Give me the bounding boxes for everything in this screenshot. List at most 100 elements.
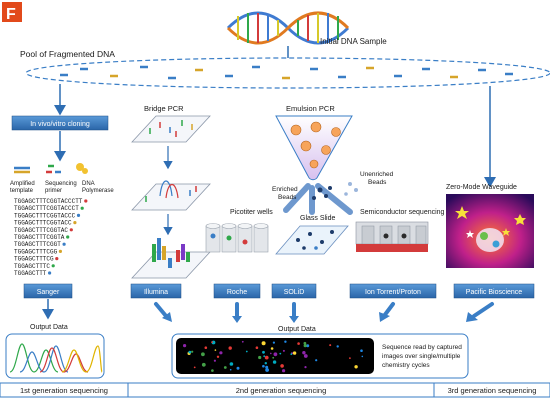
sequence-cluster bbox=[264, 362, 267, 365]
platform-ion-torrent: Ion Torrent/Proton bbox=[365, 289, 421, 296]
sequence-cluster bbox=[245, 350, 248, 353]
sequence-cluster bbox=[272, 341, 275, 344]
bridge-pcr-slides bbox=[131, 115, 211, 279]
sequence-note-3: chemistry cycles bbox=[382, 362, 430, 369]
sequence-cluster bbox=[214, 349, 217, 351]
picotiter-label: Picotiter wells bbox=[230, 209, 273, 216]
sequence-cluster bbox=[290, 353, 293, 356]
generation-bar bbox=[0, 382, 550, 398]
ion-torrent-box[interactable] bbox=[349, 283, 437, 299]
platform-illumina: Illumina bbox=[144, 289, 168, 296]
picotiter-wells-icon bbox=[205, 223, 269, 253]
ladder-dye-marker bbox=[69, 228, 73, 232]
generation-2: 2nd generation sequencing bbox=[236, 386, 327, 395]
sequence-cluster bbox=[213, 359, 216, 362]
sequence-cluster bbox=[211, 341, 213, 343]
sequence-cluster bbox=[265, 368, 269, 372]
ladder-dye-marker bbox=[58, 249, 63, 253]
sequence-cluster bbox=[282, 369, 286, 373]
sequence-cluster bbox=[273, 352, 278, 357]
sequence-cluster bbox=[282, 349, 285, 352]
panel-letter: F bbox=[6, 6, 16, 23]
sequence-cluster bbox=[229, 368, 232, 371]
glass-slide-icon bbox=[275, 225, 349, 255]
sequence-cluster bbox=[261, 341, 266, 346]
sequence-cluster bbox=[255, 346, 259, 350]
solid-box[interactable] bbox=[271, 283, 317, 299]
sequence-cluster bbox=[284, 340, 287, 343]
ladder-row: TGGAGCTTTCGGT bbox=[14, 241, 61, 248]
ladder-row: TGGAGCTTT bbox=[14, 270, 47, 277]
ladder-row: TGGAGCTTTCGGTA bbox=[14, 234, 65, 241]
sequencing-primer-label-2: primer bbox=[45, 188, 62, 194]
sequence-dots bbox=[183, 340, 364, 373]
sequence-cluster bbox=[304, 366, 307, 369]
enriched-beads-label-2: Beads bbox=[278, 194, 297, 201]
output-data-left: Output Data bbox=[30, 324, 68, 331]
sequence-cluster bbox=[336, 345, 339, 348]
sequence-cluster bbox=[263, 355, 266, 358]
sequence-cluster bbox=[270, 347, 274, 350]
sequence-cluster bbox=[303, 354, 308, 358]
sequence-cluster bbox=[216, 355, 220, 358]
sequence-cluster bbox=[272, 360, 277, 364]
sequence-cluster bbox=[306, 344, 310, 348]
generation-1: 1st generation sequencing bbox=[20, 386, 108, 395]
unenriched-beads bbox=[344, 182, 358, 196]
unenriched-beads-label-2: Beads bbox=[368, 179, 387, 186]
output-arrowheads bbox=[162, 312, 478, 323]
sequence-cluster bbox=[228, 346, 232, 350]
ladder-dye-marker bbox=[55, 257, 59, 261]
dna-fragments bbox=[60, 65, 513, 80]
ladder-dye-marker bbox=[76, 213, 81, 217]
sequence-note-1: Sequence read by captured bbox=[382, 344, 462, 351]
platform-pacbio: Pacific Bioscience bbox=[466, 289, 523, 296]
sequence-cluster bbox=[229, 362, 234, 366]
ladder-dye-marker bbox=[73, 221, 77, 225]
ladder-dye-marker bbox=[84, 199, 88, 203]
sequence-cluster bbox=[315, 359, 318, 362]
enriched-beads bbox=[312, 186, 332, 200]
platform-solid: SOLiD bbox=[284, 289, 305, 296]
ladder-row: TGGAGCTTTCGGTACCCTT bbox=[14, 198, 83, 205]
semiconductor-chip-icon bbox=[355, 221, 429, 252]
amplified-template-label-1: Amplified bbox=[10, 181, 35, 187]
ladder-row: TGGAGCTTTC bbox=[14, 263, 50, 270]
ladder-row: TGGAGCTTTCGGTAC bbox=[14, 227, 68, 234]
sequencing-primer-label-1: Sequencing bbox=[45, 181, 77, 187]
sequence-cluster bbox=[258, 355, 262, 360]
bridge-pcr-label: Bridge PCR bbox=[144, 104, 184, 113]
sequence-cluster bbox=[297, 342, 300, 345]
output-arrows bbox=[154, 302, 494, 318]
sequence-cluster bbox=[223, 366, 227, 369]
illumina-box[interactable] bbox=[130, 283, 182, 299]
emulsion-pcr-label: Emulsion PCR bbox=[286, 104, 335, 113]
glass-slide-stars bbox=[296, 230, 334, 250]
roche-box[interactable] bbox=[213, 283, 261, 299]
sequence-cluster bbox=[265, 365, 269, 369]
pacbio-box[interactable] bbox=[453, 283, 535, 299]
sequence-cluster bbox=[183, 344, 187, 348]
sequence-cluster bbox=[360, 349, 363, 353]
initial-sample-label: Initial DNA Sample bbox=[320, 37, 387, 46]
sequence-cluster bbox=[193, 366, 196, 369]
sequence-cluster bbox=[349, 357, 351, 359]
cloning-label: In vivo/vitro cloning bbox=[30, 121, 90, 128]
dna-helix-icon bbox=[226, 11, 350, 45]
sequence-cluster bbox=[303, 341, 307, 345]
sequence-cluster bbox=[292, 351, 297, 355]
output-data-mid: Output Data bbox=[278, 326, 316, 333]
ladder-row: TGGAGCTTTCGGTACCCT bbox=[14, 205, 79, 212]
platform-roche: Roche bbox=[227, 289, 247, 296]
zero-mode-label: Zero-Mode Waveguide bbox=[446, 184, 517, 191]
zmw-detail bbox=[455, 206, 526, 252]
sanger-box[interactable] bbox=[23, 283, 73, 299]
sequence-note-2: images over single/multiple bbox=[382, 353, 461, 360]
glass-slide-label: Glass Slide bbox=[300, 215, 336, 222]
semiconductor-label: Semiconductor sequencing bbox=[360, 209, 445, 216]
sequence-cluster bbox=[191, 350, 194, 353]
sequence-cluster bbox=[201, 352, 205, 357]
sequence-cluster bbox=[270, 352, 272, 355]
sequence-cluster bbox=[264, 355, 269, 360]
